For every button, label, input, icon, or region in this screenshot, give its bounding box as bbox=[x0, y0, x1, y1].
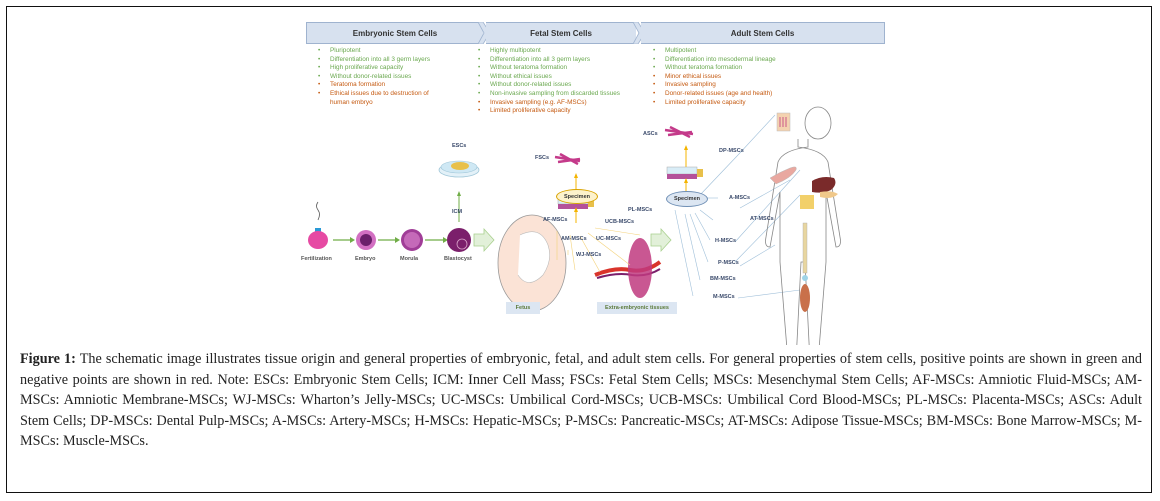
stage-label-blastocyst: Blastocyst bbox=[444, 256, 472, 262]
property-item-negative: Teratoma formation bbox=[316, 81, 430, 90]
embryo-icon bbox=[356, 230, 376, 250]
morula-icon bbox=[401, 229, 423, 251]
source-a-mscs: A-MSCs bbox=[729, 195, 751, 201]
pancreas-icon bbox=[820, 191, 838, 198]
stem-cell-diagram: Embryonic Stem Cells Fetal Stem Cells Ad… bbox=[0, 0, 1160, 345]
source-h-mscs: H-MSCs bbox=[715, 238, 737, 244]
figure-caption: Figure 1: The schematic image illustrate… bbox=[20, 349, 1142, 452]
big-arrow-icon bbox=[650, 227, 672, 253]
muscle-icon bbox=[800, 284, 810, 312]
chevron-icon bbox=[633, 22, 645, 44]
liver-icon bbox=[812, 177, 836, 193]
figure-frame bbox=[6, 6, 1152, 493]
big-arrow-icon bbox=[473, 227, 495, 253]
placenta-icon bbox=[594, 238, 662, 298]
header-embryonic: Embryonic Stem Cells bbox=[306, 22, 483, 44]
property-item-negative: Invasive sampling bbox=[651, 81, 776, 90]
fertilization-icon bbox=[308, 201, 328, 249]
stage-label-embryo: Embryo bbox=[355, 256, 376, 262]
source-wj-mscs: WJ-MSCs bbox=[576, 252, 602, 258]
property-item-positive: Differentiation into all 3 germ layers bbox=[316, 56, 430, 65]
source-pl-mscs: PL-MSCs bbox=[628, 207, 653, 213]
property-item-negative: human embryo bbox=[330, 98, 373, 106]
property-item-negative: Ethical issues due to destruction of bbox=[316, 90, 430, 99]
blastocyst-icon bbox=[447, 228, 471, 252]
source-bm-mscs: BM-MSCs bbox=[710, 276, 736, 282]
fetus-icon bbox=[497, 214, 567, 312]
diagram-graphics bbox=[308, 106, 841, 345]
property-item-negative: Donor-related issues (age and health) bbox=[651, 90, 776, 99]
stage-label-fertilization: Fertilization bbox=[301, 256, 332, 262]
property-item-positive: High proliferative capacity bbox=[316, 64, 430, 73]
fetal-properties-list: Highly multipotentDifferentiation into a… bbox=[476, 47, 620, 116]
property-item-positive: Pluripotent bbox=[316, 47, 430, 56]
fetal-specimen: Specimen bbox=[556, 189, 598, 204]
fscs-cells-icon bbox=[554, 152, 581, 166]
header-fetal: Fetal Stem Cells bbox=[486, 22, 636, 44]
source-m-mscs: M-MSCs bbox=[713, 294, 735, 300]
property-item-positive: Differentiation into all 3 germ layers bbox=[476, 56, 620, 65]
ascs-label: ASCs bbox=[643, 131, 658, 137]
property-item-positive: Without donor-related issues bbox=[476, 81, 620, 90]
property-item-positive: Without ethical issues bbox=[476, 73, 620, 82]
source-at-mscs: AT-MSCs bbox=[750, 216, 774, 222]
artery-icon bbox=[769, 166, 797, 185]
property-item-positive: Multipotent bbox=[651, 47, 776, 56]
adult-properties-list: MultipotentDifferentiation into mesoderm… bbox=[651, 47, 776, 107]
embryonic-properties-list: PluripotentDifferentiation into all 3 ge… bbox=[316, 47, 430, 107]
chevron-icon bbox=[478, 22, 490, 44]
bone-icon bbox=[802, 222, 808, 281]
property-item-negative: Invasive sampling (e.g. AF-MSCs) bbox=[476, 99, 620, 108]
petri-dish-icon bbox=[438, 160, 480, 178]
source-uc-mscs: UC-MSCs bbox=[596, 236, 622, 242]
source-af-mscs: AF-MSCs bbox=[543, 217, 568, 223]
property-item-positive: Without teratoma formation bbox=[651, 64, 776, 73]
flask-icon bbox=[666, 166, 703, 179]
icm-label: ICM bbox=[452, 209, 463, 215]
header-adult: Adult Stem Cells bbox=[641, 22, 885, 44]
fetus-label: Fetus bbox=[506, 302, 540, 314]
source-p-mscs: P-MSCs bbox=[718, 260, 739, 266]
escs-label: ESCs bbox=[452, 143, 467, 149]
caption-label: Figure 1: bbox=[20, 351, 76, 367]
property-item-positive: Differentiation into mesodermal lineage bbox=[651, 56, 776, 65]
property-item-positive: Non-invasive sampling from discarded tis… bbox=[476, 90, 620, 99]
property-item-positive: Highly multipotent bbox=[476, 47, 620, 56]
property-item-negative: Limited proliferative capacity bbox=[476, 107, 620, 116]
ascs-cells-icon bbox=[664, 125, 694, 139]
fscs-label: FSCs bbox=[535, 155, 550, 161]
tooth-icon bbox=[776, 112, 791, 132]
adult-specimen: Specimen bbox=[666, 191, 708, 207]
property-item-negative: Minor ethical issues bbox=[651, 73, 776, 82]
property-item-positive: Without donor-related issues bbox=[316, 73, 430, 82]
stage-label-morula: Morula bbox=[400, 256, 419, 262]
fetal-source-lines bbox=[556, 227, 641, 273]
source-ucb-mscs: UCB-MSCs bbox=[605, 219, 635, 225]
property-item-positive: Without teratoma formation bbox=[476, 64, 620, 73]
adipose-icon bbox=[800, 195, 814, 209]
source-dp-mscs: DP-MSCs bbox=[719, 148, 744, 154]
extra-embryonic-tissues-label: Extra-embryonic tissues bbox=[597, 302, 677, 314]
source-am-mscs: AM-MSCs bbox=[561, 236, 587, 242]
caption-text: The schematic image illustrates tissue o… bbox=[20, 351, 1143, 449]
property-item-negative: Limited proliferative capacity bbox=[651, 99, 776, 108]
